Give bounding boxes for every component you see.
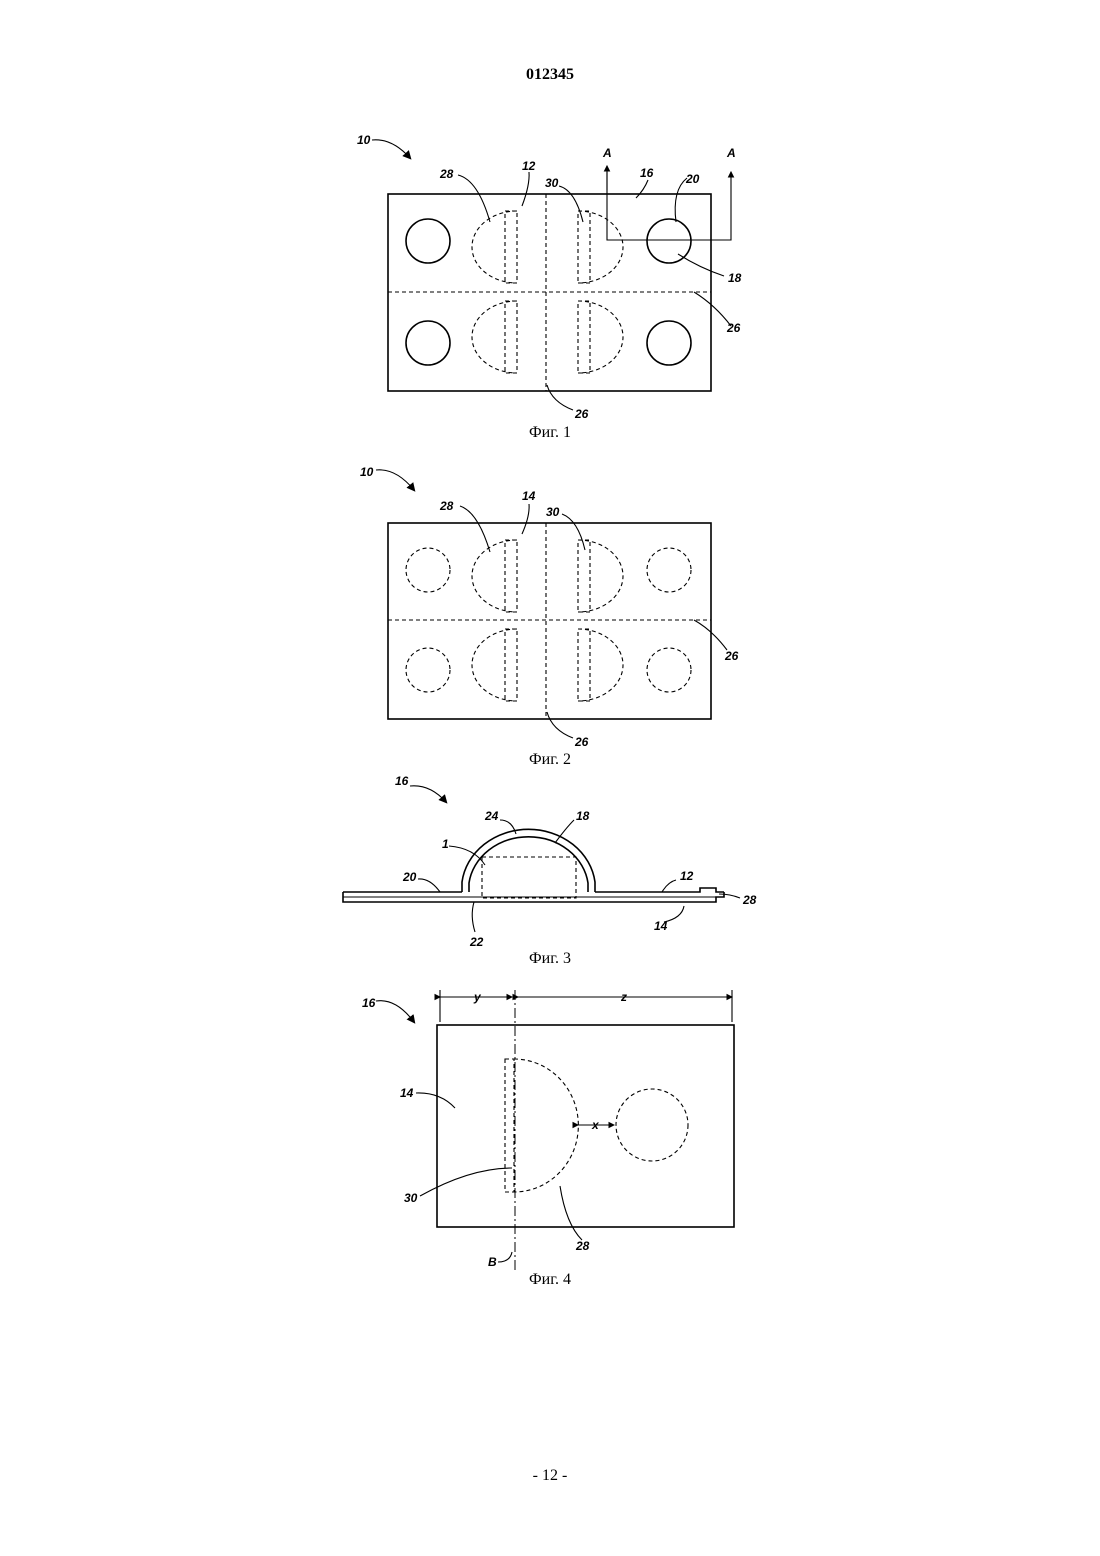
ref-label: 16	[362, 996, 376, 1010]
tablet	[482, 857, 576, 898]
ref-label: 16	[395, 774, 409, 788]
ref-label: 26	[724, 649, 739, 663]
ref-label: A	[602, 146, 612, 160]
ref-label: 26	[574, 407, 589, 421]
ref-label: z	[620, 990, 627, 1004]
ref-label: 30	[404, 1191, 418, 1205]
ref-label: 20	[402, 870, 417, 884]
figure-caption: Фиг. 2	[529, 751, 571, 768]
figure-caption: Фиг. 1	[529, 424, 571, 441]
ref-label: 26	[574, 735, 589, 749]
ref-label: 24	[484, 809, 499, 823]
figure-2: 10 28 14 30 26 26 Фиг. 2	[0, 460, 1100, 780]
ref-label: 18	[576, 809, 590, 823]
blister-card-back-outline	[388, 523, 711, 719]
ref-label: 18	[728, 271, 742, 285]
document-number: 012345	[0, 66, 1100, 84]
ref-label: 20	[685, 172, 700, 186]
ref-label: 12	[522, 159, 536, 173]
blister-circle	[406, 219, 450, 263]
page-number: - 12 -	[0, 1467, 1100, 1485]
ref-label: 22	[469, 935, 484, 949]
ref-label: 28	[439, 499, 454, 513]
ref-label: 30	[546, 505, 560, 519]
ref-label: 30	[545, 176, 559, 190]
ref-label: 14	[522, 489, 536, 503]
figure-4: 16 y z 14 x 30 28 B Фиг. 4	[0, 985, 1100, 1295]
ref-label: x	[591, 1118, 600, 1132]
figure-caption: Фиг. 3	[529, 950, 571, 967]
blister-circle	[406, 321, 450, 365]
figure-caption: Фиг. 4	[529, 1271, 571, 1288]
ref-label: 28	[575, 1239, 590, 1253]
ref-label: 1	[442, 837, 449, 851]
ref-label: B	[488, 1255, 497, 1269]
ref-label: 28	[742, 893, 757, 907]
ref-label: 10	[360, 465, 374, 479]
blister-circle	[647, 321, 691, 365]
blister-unit-outline	[437, 1025, 734, 1227]
ref-label: 10	[357, 133, 371, 147]
ref-label: 12	[680, 869, 694, 883]
figure-1: 10 28 12 30 16 20 A A 18 26 26 Фиг. 1	[0, 130, 1100, 450]
ref-label: 16	[640, 166, 654, 180]
ref-label: y	[473, 990, 482, 1004]
ref-label: 28	[439, 167, 454, 181]
ref-label: 14	[400, 1086, 414, 1100]
blister-circle	[647, 219, 691, 263]
ref-label: 14	[654, 919, 668, 933]
figure-3: 16 24 18 1 20 12 28 14 22 Фиг. 3	[0, 770, 1100, 970]
ref-label: 26	[726, 321, 741, 335]
ref-label: A	[726, 146, 736, 160]
